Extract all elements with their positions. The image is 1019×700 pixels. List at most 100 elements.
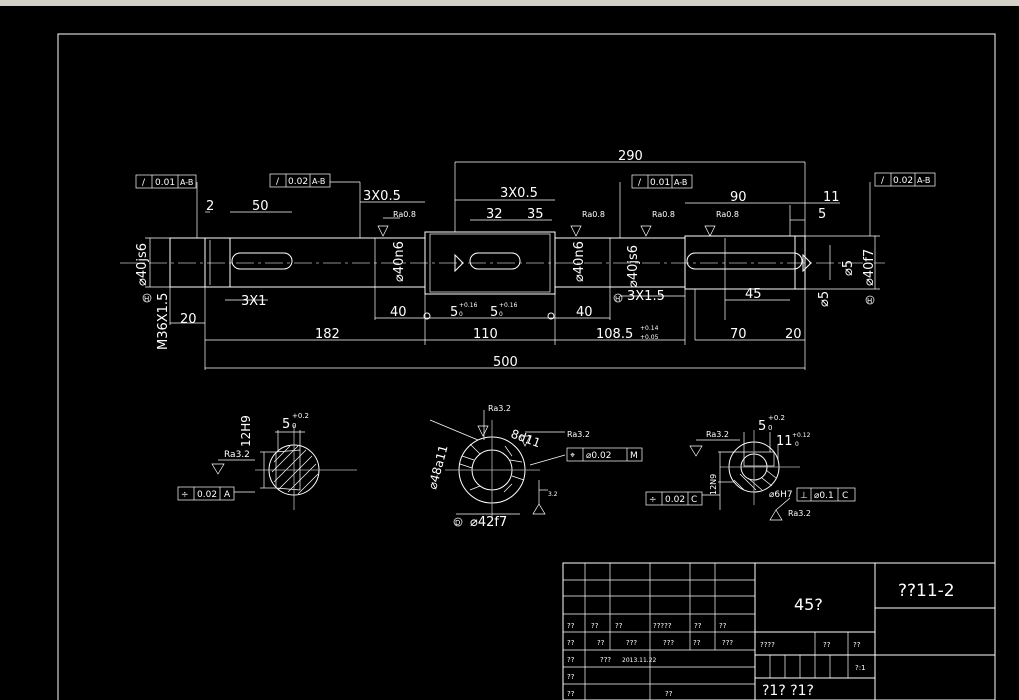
ra-0-8-c: Ra0.8 bbox=[652, 210, 675, 219]
svg-text:0.01: 0.01 bbox=[650, 178, 670, 188]
keyway-left bbox=[231, 252, 293, 270]
svg-text:/: / bbox=[638, 178, 642, 188]
svg-text:3.2: 3.2 bbox=[548, 491, 558, 498]
tol-frame-1: / 0.01 A-B bbox=[135, 174, 197, 189]
dim-90: 90 bbox=[730, 190, 747, 205]
svg-text:??: ?? bbox=[567, 622, 575, 630]
dim-32: 32 bbox=[486, 207, 503, 222]
svg-text:??: ?? bbox=[567, 639, 575, 647]
scale-label: ?1? ?1? bbox=[762, 683, 814, 699]
diam-40n6-a: ⌀40n6 bbox=[392, 241, 407, 282]
svg-text:??: ?? bbox=[567, 690, 575, 698]
dim-45: 45 bbox=[745, 287, 762, 302]
svg-text:??: ?? bbox=[567, 656, 575, 664]
dim-3x05-left: 3X0.5 bbox=[363, 189, 401, 204]
svg-text:??: ?? bbox=[597, 639, 605, 647]
svg-text:??: ?? bbox=[591, 622, 599, 630]
svg-text:0: 0 bbox=[459, 311, 463, 318]
svg-text:0.02: 0.02 bbox=[197, 490, 217, 500]
tol-frame-2: / 0.02 A-B bbox=[269, 173, 331, 188]
dim-5: 5 bbox=[818, 207, 826, 222]
svg-text:D: D bbox=[455, 519, 460, 527]
svg-text:??: ?? bbox=[853, 641, 861, 649]
diam-5-bottom: ⌀5 bbox=[817, 291, 832, 307]
dim-8d11: 8d11 bbox=[509, 427, 542, 451]
svg-text:⊥: ⊥ bbox=[800, 491, 808, 501]
svg-text:A: A bbox=[224, 490, 231, 500]
material-label: 45? bbox=[794, 595, 823, 614]
svg-text:/: / bbox=[881, 176, 885, 186]
ra-sec1: Ra3.2 bbox=[224, 450, 250, 460]
section-view-3: ÷ 0.02 C ⊥ ⌀0.1 C Ra3.2 5 +0.2 0 11 +0.1… bbox=[645, 414, 856, 521]
svg-text:??: ?? bbox=[615, 622, 623, 630]
ra-0-8-b: Ra0.8 bbox=[582, 210, 605, 219]
section-view-2: ⌖ ⌀0.02 M Ra3.2 Ra3.2 ⌀48a11 8d11 ⌀42f7 … bbox=[425, 404, 643, 530]
svg-text:C: C bbox=[842, 491, 848, 501]
svg-text:0: 0 bbox=[499, 311, 503, 318]
svg-text:??: ?? bbox=[693, 639, 701, 647]
diam-40n6-b: ⌀40n6 bbox=[572, 241, 587, 282]
ra-sec3-b: Ra3.2 bbox=[788, 509, 811, 518]
svg-text:A-B: A-B bbox=[180, 178, 193, 187]
svg-text:0: 0 bbox=[768, 424, 772, 432]
cad-drawing-canvas[interactable]: / 0.01 A-B / 0.02 A-B / 0.01 A-B / 0.02 … bbox=[0, 6, 1019, 700]
drawing-date: 2013.11.22 bbox=[622, 657, 657, 664]
keyway-right bbox=[686, 252, 803, 270]
diam-5-right: ⌀5 bbox=[841, 260, 856, 276]
svg-text:/: / bbox=[142, 178, 146, 188]
keyway-middle bbox=[469, 252, 521, 270]
drawing-border bbox=[57, 33, 996, 700]
dim-35: 35 bbox=[527, 207, 544, 222]
svg-text:??: ?? bbox=[665, 690, 673, 698]
svg-text:M: M bbox=[630, 451, 638, 461]
dim-290: 290 bbox=[618, 149, 643, 164]
dim-2: 2 bbox=[206, 199, 214, 214]
svg-text:+0.2: +0.2 bbox=[768, 414, 785, 422]
svg-text:H: H bbox=[615, 295, 620, 303]
dim-20-left: 20 bbox=[180, 312, 197, 327]
svg-text:???: ??? bbox=[663, 639, 674, 647]
svg-text:+0.12: +0.12 bbox=[792, 432, 811, 439]
diam-42f7: ⌀42f7 bbox=[470, 515, 507, 530]
tol-frame-3: / 0.01 A-B bbox=[631, 174, 693, 189]
section-view-1: ÷ 0.02 A 12H9 5 +0.2 0 Ra3.2 bbox=[177, 412, 357, 510]
dim-11-sec3: 11 bbox=[776, 434, 793, 449]
svg-text:H: H bbox=[144, 295, 149, 303]
svg-text:0: 0 bbox=[292, 422, 296, 430]
diam-40js6-right: ⌀40js6 bbox=[626, 245, 641, 288]
dim-3x05-mid: 3X0.5 bbox=[500, 186, 538, 201]
svg-text:+0.05: +0.05 bbox=[640, 334, 659, 341]
ra-sec2-a: Ra3.2 bbox=[488, 404, 511, 413]
dim-12h9: 12H9 bbox=[239, 415, 253, 447]
svg-text:???: ??? bbox=[600, 656, 611, 664]
dim-500: 500 bbox=[493, 355, 518, 370]
title-block: ?? ?? ?? ????? ?? ?? ?? ?? ??? ??? ?? ??… bbox=[562, 562, 996, 700]
svg-text:+0.16: +0.16 bbox=[459, 302, 478, 309]
ra-0-8-a: Ra0.8 bbox=[393, 210, 416, 219]
svg-text:+0.14: +0.14 bbox=[640, 325, 659, 332]
drawing-number: ??11-2 bbox=[898, 581, 955, 601]
tol-frame-4: / 0.02 A-B bbox=[874, 172, 936, 187]
dim-20-right: 20 bbox=[785, 327, 802, 342]
dim-11: 11 bbox=[823, 190, 840, 205]
svg-text:0.02: 0.02 bbox=[665, 495, 685, 505]
ra-sec3-a: Ra3.2 bbox=[706, 430, 729, 439]
thread-section bbox=[204, 237, 231, 288]
dim-40-left: 40 bbox=[390, 305, 407, 320]
svg-text:??: ?? bbox=[719, 622, 727, 630]
svg-text:?????: ????? bbox=[653, 622, 672, 630]
ra-sec2-b: Ra3.2 bbox=[567, 430, 590, 439]
svg-text:0.02: 0.02 bbox=[288, 177, 308, 187]
svg-text:C: C bbox=[691, 495, 697, 505]
svg-text:0: 0 bbox=[795, 441, 799, 448]
dim-182: 182 bbox=[315, 327, 340, 342]
svg-text:÷: ÷ bbox=[649, 495, 657, 505]
dim-5-sec1: 5 bbox=[282, 417, 290, 432]
dim-12n9: 12N9 bbox=[709, 474, 718, 495]
svg-text:0.02: 0.02 bbox=[893, 176, 913, 186]
svg-text:??: ?? bbox=[567, 673, 575, 681]
svg-text:H: H bbox=[867, 297, 872, 305]
svg-text:⌀0.02: ⌀0.02 bbox=[586, 451, 611, 461]
dim-5-sec3: 5 bbox=[758, 419, 766, 434]
gear-seat bbox=[424, 231, 556, 295]
